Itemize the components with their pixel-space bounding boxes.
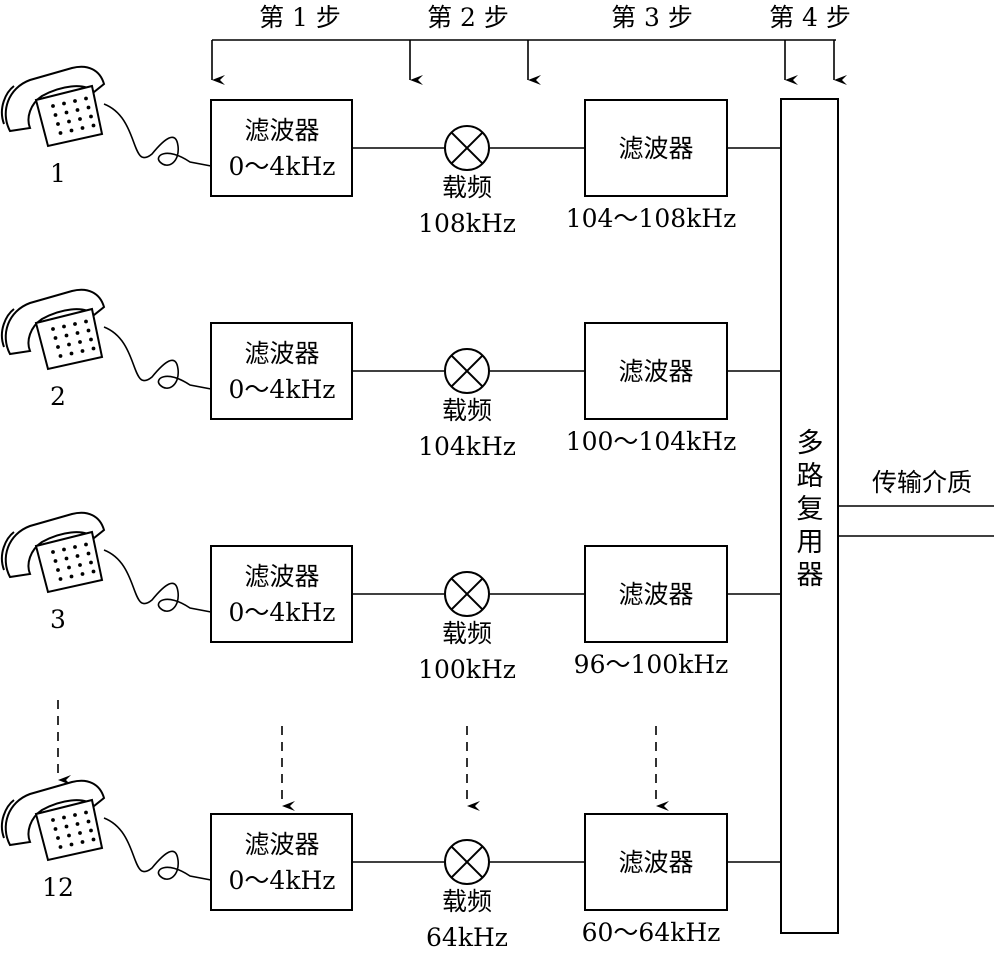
filter-name: 滤波器 bbox=[618, 848, 693, 877]
phone-number-label: 12 bbox=[42, 873, 74, 902]
filter-name: 滤波器 bbox=[618, 134, 693, 163]
carrier-frequency: 64kHz bbox=[426, 923, 508, 952]
filter-band: 100～104kHz bbox=[566, 427, 737, 456]
filter-band: 0～4kHz bbox=[229, 152, 336, 181]
carrier-label: 载频 bbox=[442, 173, 492, 202]
filter-band: 104～108kHz bbox=[566, 204, 737, 233]
filter-name: 滤波器 bbox=[244, 830, 319, 859]
step-label-1: 第 1 步 bbox=[259, 3, 341, 32]
lowpass-filter-box bbox=[210, 545, 353, 643]
multiplexer-box bbox=[780, 98, 839, 934]
filter-band: 0～4kHz bbox=[229, 375, 336, 404]
channel-row: 2 滤波器 0～4kHz 载频 104kHz 滤波器 100～104kHz bbox=[0, 288, 781, 461]
step-label-4: 第 4 步 bbox=[769, 3, 851, 32]
telephone-icon bbox=[0, 511, 106, 594]
carrier-label: 载频 bbox=[442, 887, 492, 916]
bandpass-filter-box bbox=[584, 545, 728, 643]
telephone-icon bbox=[0, 65, 106, 148]
filter-band: 0～4kHz bbox=[229, 866, 336, 895]
carrier-frequency: 100kHz bbox=[418, 655, 516, 684]
bandpass-filter-box bbox=[584, 99, 728, 197]
channel-row: 1 滤波器 0～4kHz 载频 108kHz 滤波器 104～108kHz bbox=[0, 65, 781, 238]
carrier-frequency: 108kHz bbox=[418, 209, 516, 238]
filter-band: 0～4kHz bbox=[229, 598, 336, 627]
filter-name: 滤波器 bbox=[618, 580, 693, 609]
mixer-icon bbox=[444, 839, 490, 885]
filter-band: 96～100kHz bbox=[574, 650, 729, 679]
filter-name: 滤波器 bbox=[618, 357, 693, 386]
multiplexer-label-char: 器 bbox=[797, 560, 824, 591]
channel-row: 3 滤波器 0～4kHz 载频 100kHz 滤波器 96～100kHz bbox=[0, 511, 781, 684]
channel-row: 12 滤波器 0～4kHz 载频 64kHz 滤波器 60～64kHz bbox=[0, 779, 781, 952]
medium-label: 传输介质 bbox=[872, 468, 972, 497]
filter-name: 滤波器 bbox=[244, 339, 319, 368]
phone-cord bbox=[103, 326, 212, 390]
step-label-3: 第 3 步 bbox=[611, 3, 693, 32]
carrier-label: 载频 bbox=[442, 396, 492, 425]
mixer-icon bbox=[444, 571, 490, 617]
lowpass-filter-box bbox=[210, 813, 353, 911]
filter-name: 滤波器 bbox=[244, 116, 319, 145]
multiplexer-label-char: 复 bbox=[797, 494, 824, 525]
multiplexer-label-char: 路 bbox=[797, 461, 824, 492]
bandpass-filter-box bbox=[584, 322, 728, 420]
phone-number-label: 3 bbox=[50, 605, 66, 634]
phone-cord bbox=[103, 549, 212, 613]
telephone-icon bbox=[0, 288, 106, 371]
mixer-icon bbox=[444, 348, 490, 394]
phone-cord bbox=[103, 103, 212, 167]
lowpass-filter-box bbox=[210, 322, 353, 420]
multiplexer-label-char: 用 bbox=[797, 527, 824, 558]
step-label-2: 第 2 步 bbox=[427, 3, 509, 32]
carrier-label: 载频 bbox=[442, 619, 492, 648]
channel-rows: 1 滤波器 0～4kHz 载频 108kHz 滤波器 104～108kHz 2 滤波器 0～4kH… bbox=[0, 65, 781, 952]
lowpass-filter-box bbox=[210, 99, 353, 197]
mixer-icon bbox=[444, 125, 490, 171]
filter-band: 60～64kHz bbox=[582, 918, 721, 947]
bandpass-filter-box bbox=[584, 813, 728, 911]
filter-name: 滤波器 bbox=[244, 562, 319, 591]
multiplexer-label-char: 多 bbox=[797, 428, 824, 459]
phone-number-label: 2 bbox=[50, 382, 66, 411]
carrier-frequency: 104kHz bbox=[418, 432, 516, 461]
telephone-icon bbox=[0, 779, 106, 862]
phone-cord bbox=[103, 817, 212, 881]
phone-number-label: 1 bbox=[50, 159, 66, 188]
